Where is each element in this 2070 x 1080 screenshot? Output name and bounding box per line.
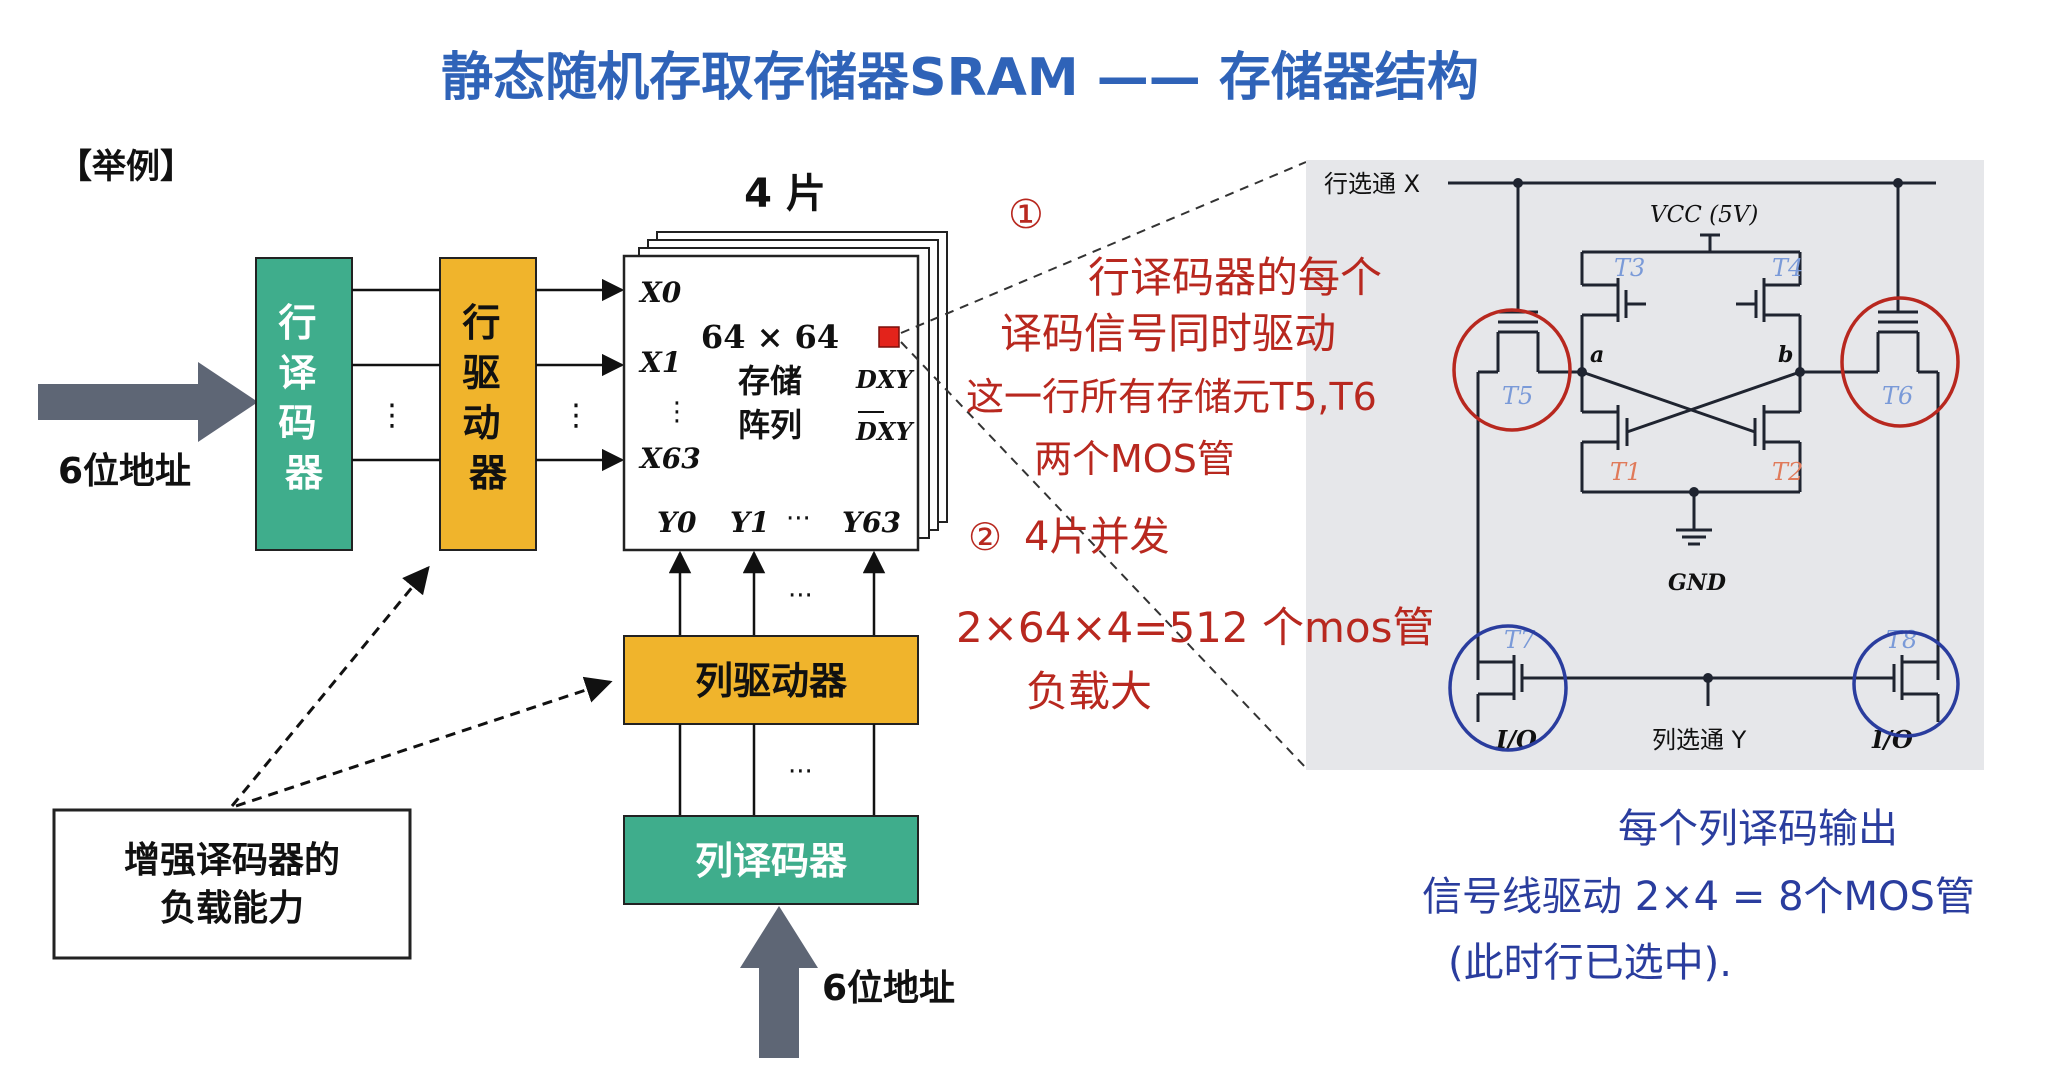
coldriver-array-dots: ··· <box>788 581 813 611</box>
circuit-panel <box>1306 160 1984 770</box>
array-y63: Y63 <box>842 506 901 539</box>
row-driver-char-3: 动 <box>462 401 500 445</box>
coldriver-to-array-lines <box>668 550 886 636</box>
red-annotations: ① 行译码器的每个 译码信号同时驱动 这一行所有存储元T5,T6 两个MOS管 … <box>956 192 1434 716</box>
row-driver-char-2: 驱 <box>462 351 500 395</box>
red-note-3: 2×64×4=512 个mos管 <box>956 603 1434 652</box>
row-decoder-char-3: 码 <box>278 401 316 445</box>
svg-text:行 译 码 器: 行 译 码 器 <box>278 301 329 495</box>
t5-red-circle <box>1452 308 1572 432</box>
coldecoder-coldriver-dots: ··· <box>788 757 813 787</box>
svg-text:增强译码器的: 增强译码器的 <box>124 840 340 881</box>
t3-label: T3 <box>1614 254 1645 282</box>
row-select-label: 行选通 X <box>1324 170 1420 198</box>
t8-blue-circle <box>1852 630 1960 738</box>
memory-array-stack <box>622 231 948 552</box>
decoder-to-driver-lines <box>352 288 440 462</box>
array-dxy: DXY <box>855 365 915 394</box>
red-note-line1: 行译码器的每个 <box>1088 253 1382 302</box>
array-y1: Y1 <box>730 506 769 539</box>
row-address-arrow <box>38 362 258 442</box>
row-driver-char-1: 行 <box>462 301 500 345</box>
annotation-circles <box>1448 296 1960 752</box>
svg-text:负载能力: 负载能力 <box>160 888 304 929</box>
array-label-line2: 阵列 <box>738 406 802 444</box>
column-address-label: 6位地址 <box>822 968 955 1009</box>
blue-note-line3: (此时行已选中). <box>1448 940 1732 986</box>
chips-label: 4 片 <box>744 171 826 217</box>
array-x63: X63 <box>638 442 701 475</box>
array-size: 64 × 64 <box>701 318 839 356</box>
red-note-line4: 两个MOS管 <box>1034 437 1235 481</box>
vcc-label: VCC (5V) <box>1650 202 1758 228</box>
svg-text:列驱动器: 列驱动器 <box>695 659 848 703</box>
node-b-label: b <box>1778 342 1793 368</box>
array-dxy-bar: DXY <box>855 417 915 446</box>
gnd-label: GND <box>1668 570 1726 596</box>
blue-note-line2: 信号线驱动 2×4 = 8个MOS管 <box>1422 874 1975 920</box>
row-decoder: 行 译 码 器 <box>255 257 353 551</box>
driver-array-dots: ⋮ <box>561 398 591 433</box>
column-driver: 列驱动器 <box>623 635 919 725</box>
blue-annotations: 每个列译码输出 信号线驱动 2×4 = 8个MOS管 (此时行已选中). <box>1422 806 1975 986</box>
blue-note-line1: 每个列译码输出 <box>1618 806 1898 852</box>
row-decoder-char-4: 器 <box>285 451 324 495</box>
t6-label: T6 <box>1882 382 1913 410</box>
red-note-2: 4片并发 <box>1024 514 1169 560</box>
array-xdots: ⋮ <box>664 397 690 427</box>
red-note-line2: 译码信号同时驱动 <box>1000 309 1336 358</box>
enhance-load-box: 增强译码器的 负载能力 <box>52 808 412 960</box>
row-address-label: 6位地址 <box>58 451 191 492</box>
red-note-4: 负载大 <box>1026 667 1152 716</box>
enhance-dashed-arrows <box>230 565 613 808</box>
row-decoder-char-2: 译 <box>278 351 317 395</box>
memory-array-labels: X0 X1 ⋮ X63 64 × 64 存储 阵列 DXY DXY Y0 Y1 … <box>638 276 915 539</box>
t8-label: T8 <box>1886 626 1917 654</box>
coldecoder-to-coldriver-lines <box>678 724 876 816</box>
column-address-arrow <box>740 906 818 1058</box>
row-decoder-char-1: 行 <box>278 301 316 345</box>
t1-label: T1 <box>1610 458 1641 486</box>
array-x0: X0 <box>638 276 682 309</box>
red-circle-2: ② <box>968 515 1002 559</box>
array-label-line1: 存储 <box>738 362 802 400</box>
array-ydots: ··· <box>786 504 811 534</box>
node-a-label: a <box>1590 342 1604 368</box>
driver-to-array-lines <box>536 278 625 472</box>
page-title: 静态随机存取存储器SRAM —— 存储器结构 <box>441 48 1479 108</box>
selected-cell-marker <box>878 326 900 348</box>
decoder-driver-dots: ⋮ <box>377 398 407 433</box>
array-y0: Y0 <box>657 506 697 539</box>
t7-blue-circle <box>1448 624 1568 752</box>
col-select-label: 列选通 Y <box>1652 726 1747 754</box>
svg-text:列译码器: 列译码器 <box>695 839 848 883</box>
red-note-line3: 这一行所有存储元T5,T6 <box>966 375 1377 419</box>
example-label: 【举例】 <box>58 147 194 187</box>
red-circle-1: ① <box>1008 192 1044 238</box>
t5-label: T5 <box>1502 382 1533 410</box>
row-driver-char-4: 器 <box>469 451 508 495</box>
row-driver: 行 驱 动 器 <box>439 257 537 551</box>
array-x1: X1 <box>638 346 681 379</box>
zoom-dashed-lines <box>900 161 1307 769</box>
column-decoder: 列译码器 <box>623 815 919 905</box>
sram-cell-circuit: 行选通 X VCC (5V) GND 列选通 Y I/O I/O a b T3 … <box>1306 160 1984 770</box>
svg-text:行 驱 动 器: 行 驱 动 器 <box>462 301 513 495</box>
t6-red-circle <box>1840 296 1960 428</box>
t2-label: T2 <box>1772 458 1803 486</box>
t4-label: T4 <box>1772 254 1803 282</box>
